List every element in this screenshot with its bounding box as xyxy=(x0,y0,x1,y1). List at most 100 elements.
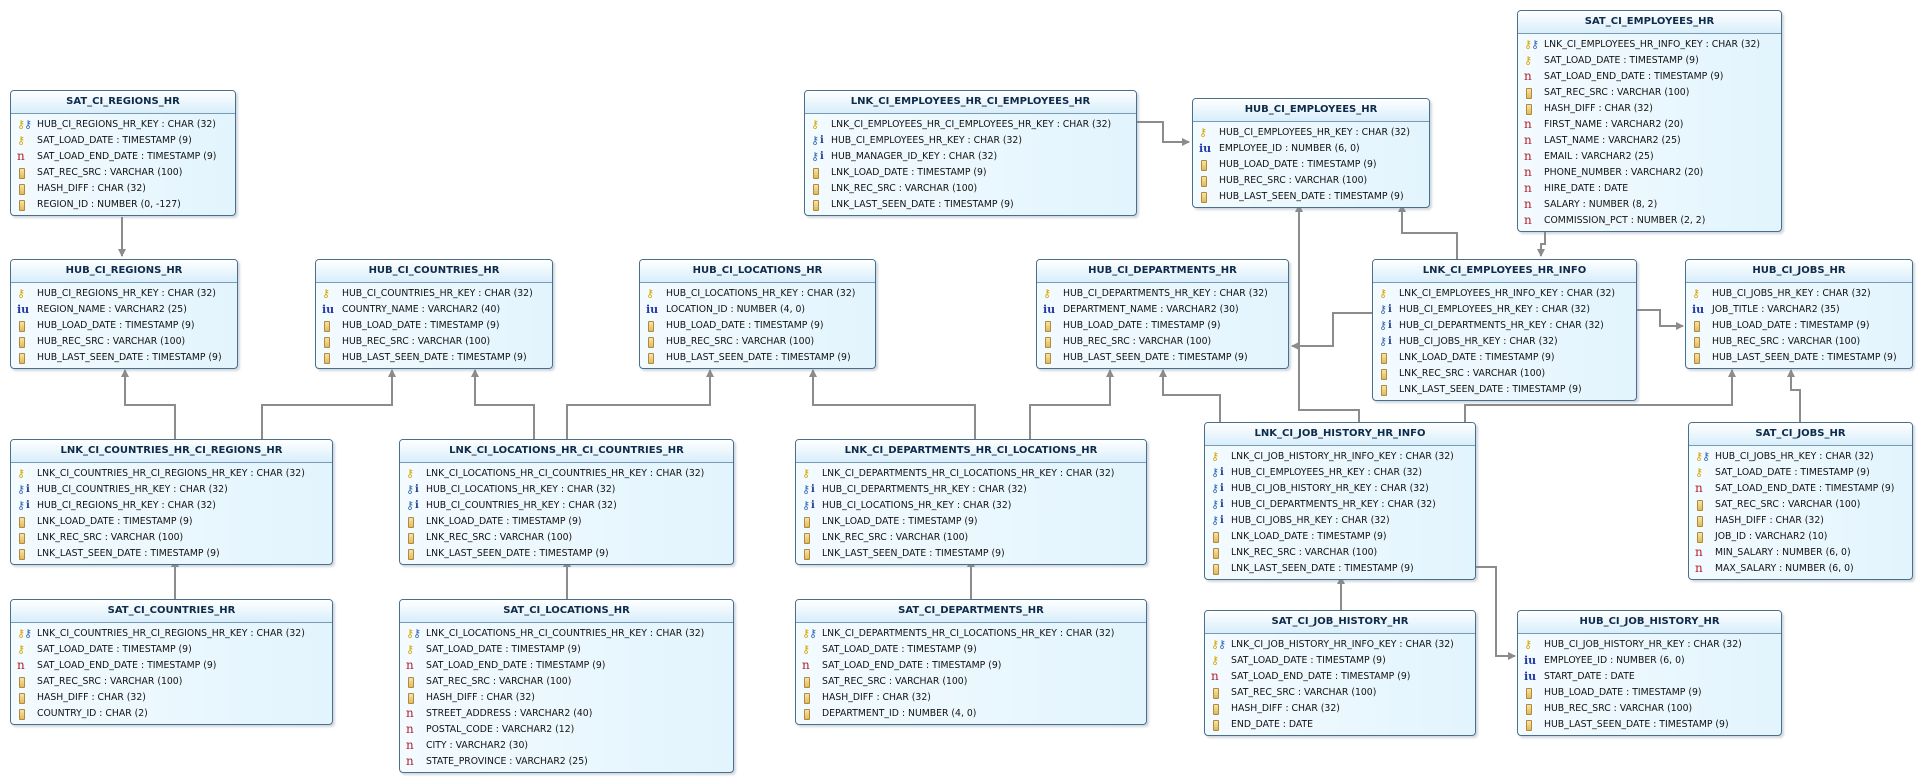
attribute-row[interactable]: HUB_LOAD_DATE : TIMESTAMP (9) xyxy=(11,318,237,334)
attribute-row[interactable]: ⚷SAT_LOAD_DATE : TIMESTAMP (9) xyxy=(796,642,1146,658)
attribute-row[interactable]: LNK_LAST_SEEN_DATE : TIMESTAMP (9) xyxy=(796,546,1146,562)
attribute-row[interactable]: LNK_REC_SRC : VARCHAR (100) xyxy=(796,530,1146,546)
entity-sat-departments[interactable]: SAT_CI_DEPARTMENTS_HR⚷⚷LNK_CI_DEPARTMENT… xyxy=(795,599,1147,725)
attribute-row[interactable]: LNK_LAST_SEEN_DATE : TIMESTAMP (9) xyxy=(400,546,733,562)
attribute-row[interactable]: ⚷HUB_CI_JOB_HISTORY_HR_KEY : CHAR (32) xyxy=(1518,637,1781,653)
entity-sat-regions[interactable]: SAT_CI_REGIONS_HR⚷⚷HUB_CI_REGIONS_HR_KEY… xyxy=(10,90,236,216)
attribute-row[interactable]: REGION_ID : NUMBER (0, -127) xyxy=(11,197,235,213)
attribute-row[interactable]: ⚷HUB_CI_DEPARTMENTS_HR_KEY : CHAR (32) xyxy=(1037,286,1288,302)
attribute-row[interactable]: SAT_REC_SRC : VARCHAR (100) xyxy=(11,674,332,690)
attribute-row[interactable]: ⚷LNK_CI_EMPLOYEES_HR_INFO_KEY : CHAR (32… xyxy=(1373,286,1636,302)
attribute-row[interactable]: ⚷LNK_CI_COUNTRIES_HR_CI_REGIONS_HR_KEY :… xyxy=(11,466,332,482)
attribute-row[interactable]: ⚷SAT_LOAD_DATE : TIMESTAMP (9) xyxy=(11,133,235,149)
entity-lnk-countries-regions[interactable]: LNK_CI_COUNTRIES_HR_CI_REGIONS_HR⚷LNK_CI… xyxy=(10,439,333,565)
attribute-row[interactable]: LNK_LAST_SEEN_DATE : TIMESTAMP (9) xyxy=(1205,561,1475,577)
attribute-row[interactable]: ⚷SAT_LOAD_DATE : TIMESTAMP (9) xyxy=(1689,465,1912,481)
attribute-row[interactable]: ⚷SAT_LOAD_DATE : TIMESTAMP (9) xyxy=(400,642,733,658)
attribute-row[interactable]: LNK_LAST_SEEN_DATE : TIMESTAMP (9) xyxy=(11,546,332,562)
attribute-row[interactable]: HUB_REC_SRC : VARCHAR (100) xyxy=(1037,334,1288,350)
attribute-row[interactable]: HUB_REC_SRC : VARCHAR (100) xyxy=(1518,701,1781,717)
attribute-row[interactable]: HASH_DIFF : CHAR (32) xyxy=(11,690,332,706)
attribute-row[interactable]: ⚷HUB_CI_LOCATIONS_HR_KEY : CHAR (32) xyxy=(640,286,875,302)
attribute-row[interactable]: SAT_REC_SRC : VARCHAR (100) xyxy=(1205,685,1475,701)
attribute-row[interactable]: SAT_REC_SRC : VARCHAR (100) xyxy=(1518,85,1781,101)
attribute-row[interactable]: HUB_LAST_SEEN_DATE : TIMESTAMP (9) xyxy=(1037,350,1288,366)
entity-lnk-job-history[interactable]: LNK_CI_JOB_HISTORY_HR_INFO⚷LNK_CI_JOB_HI… xyxy=(1204,422,1476,580)
attribute-row[interactable]: ⚷⚷LNK_CI_JOB_HISTORY_HR_INFO_KEY : CHAR … xyxy=(1205,637,1475,653)
attribute-row[interactable]: ⚷LNK_CI_JOB_HISTORY_HR_INFO_KEY : CHAR (… xyxy=(1205,449,1475,465)
attribute-row[interactable]: HUB_REC_SRC : VARCHAR (100) xyxy=(1686,334,1912,350)
attribute-row[interactable]: HUB_REC_SRC : VARCHAR (100) xyxy=(1193,173,1429,189)
entity-sat-jobs[interactable]: SAT_CI_JOBS_HR⚷⚷HUB_CI_JOBS_HR_KEY : CHA… xyxy=(1688,422,1913,580)
entity-hub-regions[interactable]: HUB_CI_REGIONS_HR⚷HUB_CI_REGIONS_HR_KEY … xyxy=(10,259,238,369)
attribute-row[interactable]: ⚷LNK_CI_EMPLOYEES_HR_CI_EMPLOYEES_HR_KEY… xyxy=(805,117,1136,133)
attribute-row[interactable]: ⚷⚷LNK_CI_LOCATIONS_HR_CI_COUNTRIES_HR_KE… xyxy=(400,626,733,642)
attribute-row[interactable]: ⚷LNK_CI_DEPARTMENTS_HR_CI_LOCATIONS_HR_K… xyxy=(796,466,1146,482)
entity-hub-job-history[interactable]: HUB_CI_JOB_HISTORY_HR⚷HUB_CI_JOB_HISTORY… xyxy=(1517,610,1782,736)
attribute-row[interactable]: LNK_LOAD_DATE : TIMESTAMP (9) xyxy=(1205,529,1475,545)
entity-lnk-emp-emp[interactable]: LNK_CI_EMPLOYEES_HR_CI_EMPLOYEES_HR⚷LNK_… xyxy=(804,90,1137,216)
attribute-row[interactable]: HUB_LOAD_DATE : TIMESTAMP (9) xyxy=(1686,318,1912,334)
attribute-row[interactable]: HUB_LOAD_DATE : TIMESTAMP (9) xyxy=(1518,685,1781,701)
attribute-row[interactable]: DEPARTMENT_ID : NUMBER (4, 0) xyxy=(796,706,1146,722)
entity-hub-locations[interactable]: HUB_CI_LOCATIONS_HR⚷HUB_CI_LOCATIONS_HR_… xyxy=(639,259,876,369)
attribute-row[interactable]: LNK_REC_SRC : VARCHAR (100) xyxy=(1205,545,1475,561)
entity-hub-departments[interactable]: HUB_CI_DEPARTMENTS_HR⚷HUB_CI_DEPARTMENTS… xyxy=(1036,259,1289,369)
attribute-row[interactable]: COUNTRY_ID : CHAR (2) xyxy=(11,706,332,722)
entity-lnk-emp-info[interactable]: LNK_CI_EMPLOYEES_HR_INFO⚷LNK_CI_EMPLOYEE… xyxy=(1372,259,1637,401)
attribute-row[interactable]: LNK_LOAD_DATE : TIMESTAMP (9) xyxy=(805,165,1136,181)
attribute-row[interactable]: SAT_REC_SRC : VARCHAR (100) xyxy=(1689,497,1912,513)
attribute-row[interactable]: HASH_DIFF : CHAR (32) xyxy=(11,181,235,197)
attribute-row[interactable]: HUB_LOAD_DATE : TIMESTAMP (9) xyxy=(1037,318,1288,334)
attribute-row[interactable]: HASH_DIFF : CHAR (32) xyxy=(1689,513,1912,529)
attribute-row[interactable]: HUB_LOAD_DATE : TIMESTAMP (9) xyxy=(1193,157,1429,173)
entity-hub-countries[interactable]: HUB_CI_COUNTRIES_HR⚷HUB_CI_COUNTRIES_HR_… xyxy=(315,259,553,369)
attribute-row[interactable]: LNK_LOAD_DATE : TIMESTAMP (9) xyxy=(400,514,733,530)
attribute-row[interactable]: SAT_REC_SRC : VARCHAR (100) xyxy=(796,674,1146,690)
entity-sat-employees[interactable]: SAT_CI_EMPLOYEES_HR⚷⚷LNK_CI_EMPLOYEES_HR… xyxy=(1517,10,1782,232)
attribute-row[interactable]: ⚷SAT_LOAD_DATE : TIMESTAMP (9) xyxy=(1518,53,1781,69)
attribute-row[interactable]: ⚷⚷LNK_CI_EMPLOYEES_HR_INFO_KEY : CHAR (3… xyxy=(1518,37,1781,53)
attribute-row[interactable]: HUB_REC_SRC : VARCHAR (100) xyxy=(640,334,875,350)
attribute-row[interactable]: HUB_LAST_SEEN_DATE : TIMESTAMP (9) xyxy=(1518,717,1781,733)
entity-hub-jobs[interactable]: HUB_CI_JOBS_HR⚷HUB_CI_JOBS_HR_KEY : CHAR… xyxy=(1685,259,1913,369)
attribute-row[interactable]: LNK_LAST_SEEN_DATE : TIMESTAMP (9) xyxy=(805,197,1136,213)
attribute-row[interactable]: ⚷HUB_CI_REGIONS_HR_KEY : CHAR (32) xyxy=(11,286,237,302)
attribute-row[interactable]: HUB_LOAD_DATE : TIMESTAMP (9) xyxy=(316,318,552,334)
attribute-row[interactable]: HUB_LAST_SEEN_DATE : TIMESTAMP (9) xyxy=(1686,350,1912,366)
